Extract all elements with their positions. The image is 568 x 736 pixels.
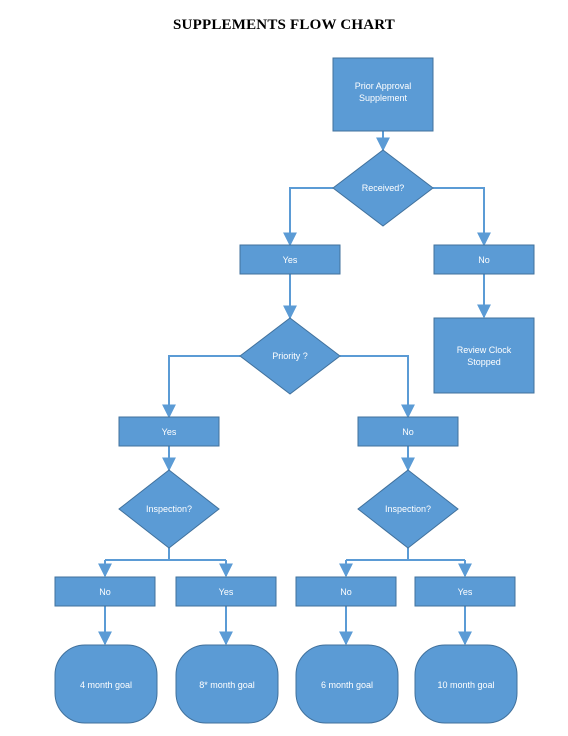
node-goal-10 [414, 644, 518, 724]
node-received-yes [239, 244, 341, 275]
connectors [98, 131, 491, 646]
node-received-no [433, 244, 535, 275]
received-no-label: No [478, 255, 490, 265]
goal-4-label: 4 month goal [80, 680, 132, 690]
node-goal-6 [295, 644, 399, 724]
inspection-right-label: Inspection? [385, 504, 431, 514]
right-yes-label: Yes [458, 587, 473, 597]
node-inspection-right [357, 469, 459, 549]
right-no-label: No [340, 587, 352, 597]
connector-priority-to-yes [162, 355, 240, 419]
node-goal-8 [175, 644, 279, 724]
goal-8-label: 8* month goal [199, 680, 255, 690]
node-prior-approval [332, 57, 434, 132]
node-review-clock [433, 317, 535, 394]
node-right-no [295, 576, 397, 607]
priority-no-label: No [402, 427, 414, 437]
node-right-yes [414, 576, 516, 607]
connector-priority-to-no [340, 355, 415, 419]
goal-6-label: 6 month goal [321, 680, 373, 690]
chart-title: SUPPLEMENTS FLOW CHART [173, 17, 395, 33]
node-priority [239, 317, 341, 395]
connector-received-to-yes [283, 187, 333, 247]
review-clock-label-line2: Stopped [467, 357, 501, 367]
prior-approval-label-line2: Supplement [359, 93, 408, 103]
node-left-no [54, 576, 156, 607]
node-received [332, 149, 434, 227]
inspection-left-label: Inspection? [146, 504, 192, 514]
prior-approval-label-line1: Prior Approval [355, 81, 412, 91]
left-yes-label: Yes [219, 587, 234, 597]
node-priority-yes [118, 416, 220, 447]
goal-10-label: 10 month goal [437, 680, 494, 690]
review-clock-label-line1: Review Clock [457, 345, 512, 355]
node-left-yes [175, 576, 277, 607]
received-label: Received? [362, 183, 405, 193]
node-inspection-left [118, 469, 220, 549]
connector-received-to-no [433, 187, 491, 247]
left-no-label: No [99, 587, 111, 597]
labels: Prior Approval Supplement Received? Yes … [80, 81, 512, 690]
received-yes-label: Yes [283, 255, 298, 265]
connector-inspection-right-branches [346, 548, 465, 561]
connector-inspection-left-branches [105, 548, 226, 561]
node-goal-4 [54, 644, 158, 724]
priority-label: Priority ? [272, 351, 308, 361]
nodes [54, 57, 535, 724]
node-priority-no [357, 416, 459, 447]
priority-yes-label: Yes [162, 427, 177, 437]
